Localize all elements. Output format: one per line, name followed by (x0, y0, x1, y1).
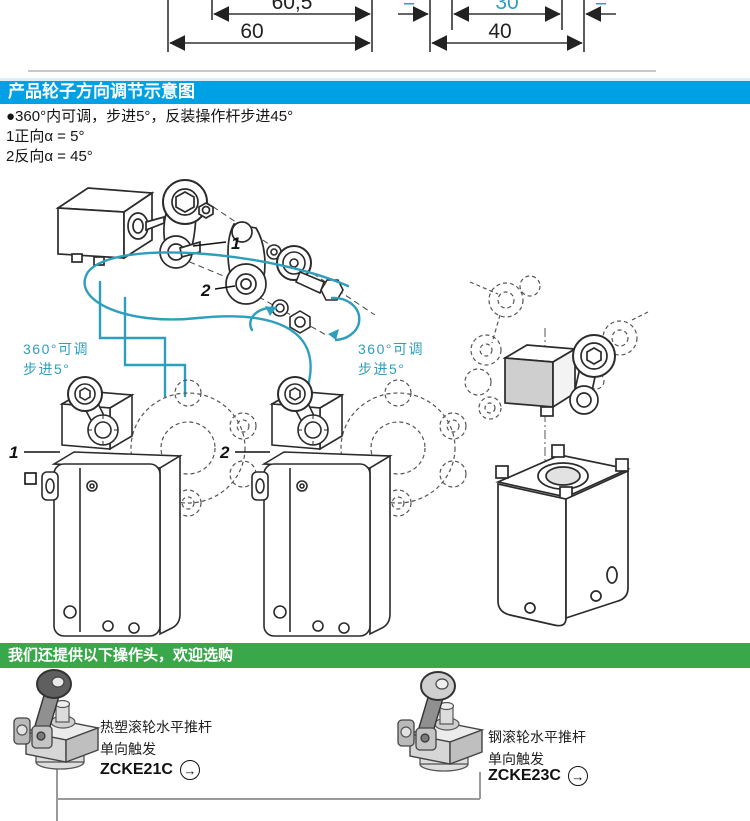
exploded-label-1: 1 (231, 234, 240, 253)
exploded-label-2: 2 (200, 281, 211, 300)
rotated-head-drawing (464, 275, 649, 627)
product-ref-label: ZCKE21C (100, 761, 173, 778)
section-title: 产品轮子方向调节示意图 (8, 82, 195, 101)
product-desc-right-line1: 钢滚轮水平推杆 (488, 729, 586, 745)
technical-diagram: 1 2 1 2 (9, 179, 649, 637)
switch-label-1: 1 (9, 443, 18, 462)
offer-title-bar: 我们还提供以下操作头，欢迎选购 (0, 643, 750, 668)
adjustment-label-middle: 360°可调 步进5° (358, 339, 424, 379)
product-desc-right-line2: 单向触发 (488, 751, 544, 767)
note-bullet: ●360°内可调，步进5°，反装操作杆步进45° (6, 108, 294, 125)
product-ref-label: ZCKE23C (488, 767, 561, 784)
product-images (13, 669, 485, 821)
adjustment-label-middle-line2: 步进5° (358, 361, 406, 377)
circular-arrow-icon[interactable]: → (567, 766, 588, 786)
product-ref-zcke23c[interactable]: ZCKE23C → (488, 766, 588, 786)
switch-label-2: 2 (219, 443, 230, 462)
note-forward: 1正向α = 5° (6, 128, 85, 145)
dim-value-30: 30 (495, 0, 518, 14)
dim-value-40: 40 (488, 20, 511, 43)
product-desc-left: 热塑滚轮水平推杆 单向触发 (100, 716, 212, 760)
exploded-view: 1 2 (55, 179, 376, 400)
divider-line (28, 70, 656, 72)
adjustment-label-left-line2: 步进5° (23, 361, 71, 377)
circular-arrow-icon[interactable]: → (179, 760, 200, 780)
product-image-zcke23c (397, 671, 485, 772)
product-desc-left-line1: 热塑滚轮水平推杆 (100, 719, 212, 735)
dim-value-upper-left: 60,5 (272, 0, 313, 14)
dim-value-60: 60 (240, 20, 263, 43)
dim-eq-right: = (595, 0, 607, 13)
offer-title: 我们还提供以下操作头，欢迎选购 (8, 647, 234, 664)
product-ref-zcke21c[interactable]: ZCKE21C → (100, 760, 200, 780)
adjustment-label-middle-line1: 360°可调 (358, 341, 424, 357)
adjustment-label-left-line1: 360°可调 (23, 341, 89, 357)
top-dimension-drawing: 60,5 60 = 30 = 40 (167, 0, 616, 52)
limit-switch-2-drawing (251, 376, 467, 637)
product-desc-left-line2: 单向触发 (100, 741, 156, 757)
legend-square (24, 472, 37, 485)
limit-switch-1-drawing (41, 376, 257, 637)
product-image-zcke21c (13, 669, 101, 770)
product-desc-right: 钢滚轮水平推杆 单向触发 (488, 726, 586, 770)
section-title-bar: 产品轮子方向调节示意图 (0, 78, 750, 104)
note-reverse: 2反向α = 45° (6, 148, 93, 165)
adjustment-label-left: 360°可调 步进5° (23, 339, 89, 379)
dim-eq-left: = (403, 0, 415, 13)
